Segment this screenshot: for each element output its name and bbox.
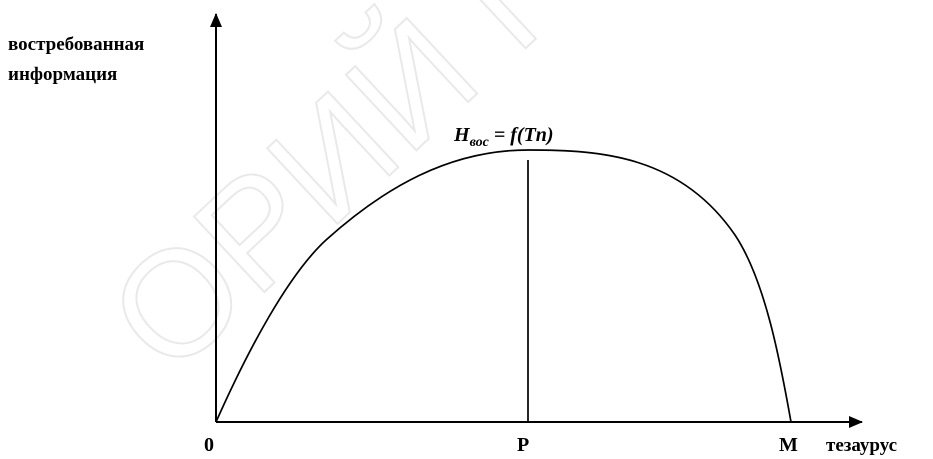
formula-main: H bbox=[453, 124, 471, 146]
x-axis-label: тезаурус bbox=[826, 435, 897, 456]
formula-subscript: вос bbox=[470, 135, 490, 150]
tick-max: M bbox=[779, 434, 798, 456]
y-axis-label-line1: востребованная bbox=[8, 34, 144, 55]
tick-origin: 0 bbox=[204, 434, 214, 456]
formula-rest: = f(Tn) bbox=[489, 124, 554, 146]
information-curve bbox=[215, 149, 792, 423]
formula-label: Hвос = f(Tn) bbox=[453, 124, 554, 150]
y-axis-label-line2: информация bbox=[8, 64, 117, 85]
tick-peak: P bbox=[517, 434, 529, 456]
watermark: ОРИЙ ГГУ ИМЕ bbox=[77, 0, 933, 403]
